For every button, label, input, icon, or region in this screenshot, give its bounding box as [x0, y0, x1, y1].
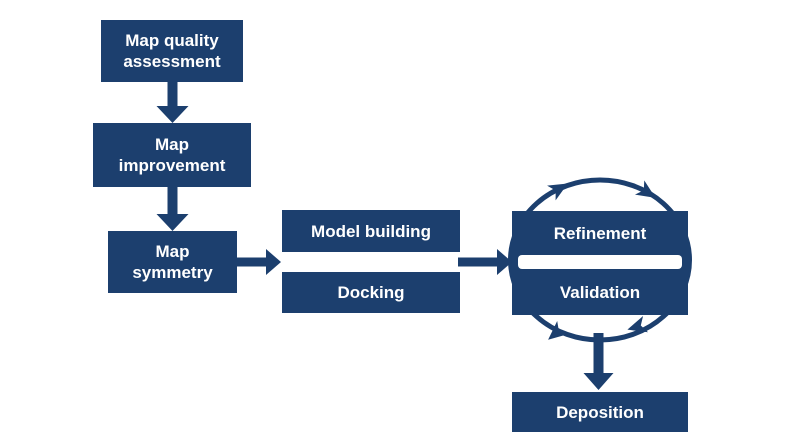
down-arrow-1 [156, 82, 189, 123]
node-validation: Validation [512, 269, 688, 315]
cycle-gap-strip [518, 255, 682, 269]
down-arrow-3 [583, 333, 614, 390]
node-deposition: Deposition [512, 392, 688, 432]
node-label: Docking [337, 283, 405, 302]
node-label-line: improvement [118, 156, 226, 175]
node-label-line: symmetry [132, 263, 213, 282]
node-label-line: Map quality [125, 31, 219, 50]
node-model-building: Model building [282, 210, 460, 252]
node-label-line: Map [155, 242, 190, 261]
cycle-arrowhead-bottom-right [627, 315, 649, 333]
node-map-symmetry: Map symmetry [108, 231, 237, 293]
node-map-improvement: Map improvement [93, 123, 251, 187]
cycle-arrowhead-bottom-left [548, 321, 569, 340]
node-label: Deposition [556, 402, 644, 422]
node-label: Refinement [553, 223, 647, 243]
node-map-quality-assessment: Map quality assessment [101, 20, 243, 82]
down-arrow-2 [156, 187, 189, 231]
node-refinement: Refinement [512, 211, 688, 255]
right-arrow-2 [458, 249, 512, 275]
node-label: Model building [311, 221, 431, 241]
node-docking: Docking [282, 272, 460, 313]
node-label-line: assessment [123, 52, 221, 71]
node-label-line: Map [155, 135, 189, 154]
cycle-arrowhead-top-right [634, 180, 656, 198]
right-arrow-1 [237, 249, 281, 275]
node-label: Validation [559, 282, 641, 302]
cycle-arrowhead-top-left [547, 183, 568, 201]
node-refinement-validation-group: Refinement Validation [512, 211, 688, 315]
